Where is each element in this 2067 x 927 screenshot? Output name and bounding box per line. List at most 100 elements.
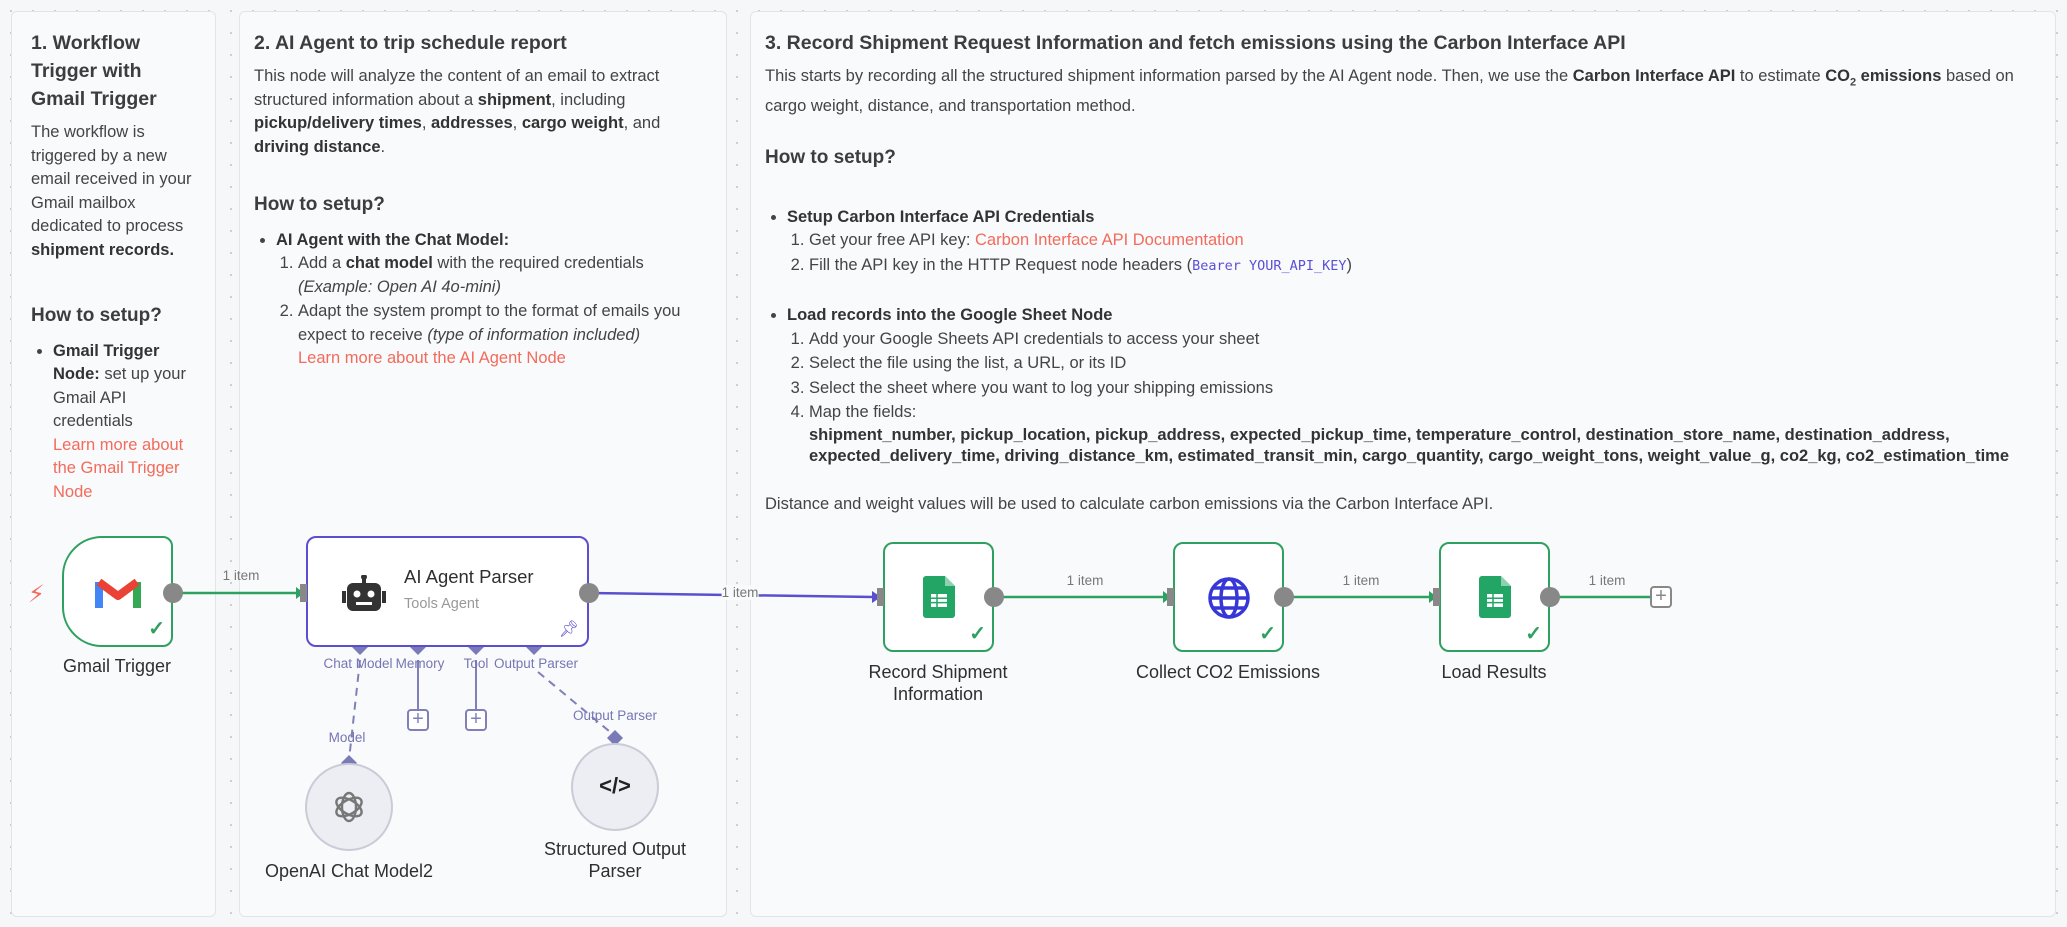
setup-step: Add your Google Sheets API credentials t… [809, 328, 2041, 352]
text: Get your free API key: [809, 231, 975, 250]
text: This starts by recording all the structu… [765, 67, 1573, 85]
add-tool-button[interactable]: + [465, 709, 487, 731]
openai-chat-model-node[interactable] [305, 763, 393, 851]
text-bold: chat model [345, 254, 433, 272]
text: with the required credentials [432, 254, 644, 272]
input-handle[interactable] [1167, 588, 1174, 606]
success-check-icon: ✓ [1525, 623, 1542, 645]
setup-bullet: Gmail Trigger Node: set up your Gmail AP… [53, 340, 197, 505]
gmail-docs-link[interactable]: Learn more about the Gmail Trigger Node [53, 435, 184, 501]
text: , including [551, 90, 626, 109]
note-description: This node will analyze the content of an… [254, 65, 712, 159]
setup-step: Select the sheet where you want to log y… [809, 377, 2041, 401]
field-list: shipment_number, pickup_location, pickup… [809, 425, 2010, 465]
text-bold: Load records into the Google Sheet Node [787, 306, 1113, 325]
robot-icon [342, 575, 386, 611]
note-title: 2. AI Agent to trip schedule report [254, 32, 567, 54]
setup-step: Map the fields: shipment_number, pickup_l… [809, 401, 2041, 467]
text-bold: Setup Carbon Interface API Credentials [787, 207, 1095, 226]
output-handle[interactable] [577, 581, 601, 605]
setup-step: Adapt the system prompt to the format of… [298, 300, 712, 371]
setup-step: Get your free API key: Carbon Interface … [809, 229, 2041, 253]
note-description: The workflow is triggered by a new email… [31, 121, 197, 262]
input-handle[interactable] [1433, 588, 1440, 606]
ai-agent-node[interactable]: AI Agent Parser Tools Agent 📌︎ [306, 536, 589, 647]
edge-label: 1 item [1588, 573, 1626, 588]
setup-heading: How to setup? [254, 194, 385, 215]
text-italic: (Example: Open AI 4o-mini) [298, 277, 501, 296]
port-label-output-parser: Output Parser [572, 708, 658, 723]
note-title: 3. Record Shipment Request Information a… [765, 32, 1626, 54]
text-italic: (type of information included) [427, 325, 641, 344]
setup-step: Select the file using the list, a URL, o… [809, 352, 2041, 376]
port-label-chat-model: Chat Model [323, 656, 393, 671]
setup-bullet: Load records into the Google Sheet Node … [787, 304, 2041, 467]
text-bold: emissions [1856, 67, 1942, 85]
text: , [512, 114, 522, 132]
edge-label: 1 item [222, 568, 260, 583]
text: This node will analyze the content of an… [254, 67, 660, 109]
load-results-node[interactable]: ✓ [1439, 542, 1550, 652]
text: based on cargo weight, distance, and tra… [765, 67, 2014, 115]
gmail-icon [95, 578, 141, 608]
input-handle[interactable] [300, 584, 307, 602]
output-handle[interactable] [1272, 585, 1296, 609]
node-subtitle: Tools Agent [404, 596, 479, 612]
output-handle[interactable] [1538, 585, 1562, 609]
edge-record-collect[interactable] [994, 591, 1171, 603]
text: to estimate [1735, 67, 1826, 85]
output-handle[interactable] [161, 581, 185, 605]
text-bold: pickup/delivery times [254, 114, 422, 132]
openai-icon [335, 791, 363, 823]
google-sheets-icon [1479, 576, 1511, 618]
lightning-icon: ⚡︎ [28, 581, 45, 608]
node-label: OpenAI Chat Model2 [264, 861, 434, 881]
text-bold: AI Agent with the Chat Model: [276, 230, 510, 249]
text: set up your Gmail API credentials [53, 365, 186, 430]
carbon-interface-docs-link[interactable]: Carbon Interface API Documentation [975, 231, 1244, 250]
google-sheets-icon [923, 576, 955, 618]
sticky-note-record-shipment: 3. Record Shipment Request Information a… [750, 11, 2056, 917]
edge-label: 1 item [721, 585, 759, 600]
gmail-trigger-node[interactable]: ✓ [62, 536, 173, 647]
pin-icon[interactable]: 📌︎ [558, 621, 579, 638]
output-handle[interactable] [982, 585, 1006, 609]
note-description: This starts by recording all the structu… [765, 65, 2041, 118]
setup-bullet: AI Agent with the Chat Model: Add a chat… [276, 229, 712, 371]
text-bold: Carbon Interface API [1572, 67, 1736, 85]
text: The workflow is triggered by a new email… [31, 123, 192, 235]
add-memory-button[interactable]: + [407, 709, 429, 731]
node-title: AI Agent Parser [404, 566, 534, 587]
node-label: Record Shipment Information [868, 662, 1008, 704]
add-node-button[interactable]: + [1650, 586, 1672, 608]
edge-label: 1 item [1342, 573, 1380, 588]
edge-collect-load[interactable] [1284, 591, 1437, 603]
text: Map the fields: [809, 403, 917, 422]
edge-chatmodel[interactable] [348, 659, 361, 761]
text-bold: addresses [431, 114, 513, 132]
port-label-model: Model [328, 730, 366, 745]
ai-agent-docs-link[interactable]: Learn more about the AI Agent Node [298, 349, 566, 367]
text: , [421, 114, 431, 132]
record-shipment-node[interactable]: ✓ [883, 542, 994, 652]
text-bold: shipment records. [31, 240, 175, 259]
structured-output-parser-node[interactable]: </> [571, 743, 659, 831]
setup-step: Add a chat model with the required crede… [298, 252, 712, 299]
text-subscript: 2 [1849, 76, 1857, 89]
code-snippet: Bearer YOUR_API_KEY [1192, 257, 1347, 274]
node-label: Load Results [1441, 662, 1547, 682]
node-label: Structured Output Parser [543, 839, 687, 881]
edge-outputparser[interactable] [537, 671, 616, 737]
edge-gmail-agent[interactable] [173, 587, 304, 599]
node-label: Collect CO2 Emissions [1135, 662, 1321, 682]
setup-heading: How to setup? [765, 147, 896, 169]
text: Add a [298, 254, 346, 272]
code-icon: </> [599, 773, 631, 798]
input-handle[interactable] [877, 588, 884, 606]
sticky-note-trigger: 1. Workflow Trigger with Gmail Trigger T… [11, 11, 216, 917]
port-label-tool: Tool [463, 656, 489, 671]
note-footer: Distance and weight values will be used … [765, 494, 1494, 513]
port-label-output-parser: Output Parser [493, 656, 579, 671]
collect-co2-node[interactable]: ✓ [1173, 542, 1284, 652]
text-bold: cargo weight [521, 114, 624, 132]
